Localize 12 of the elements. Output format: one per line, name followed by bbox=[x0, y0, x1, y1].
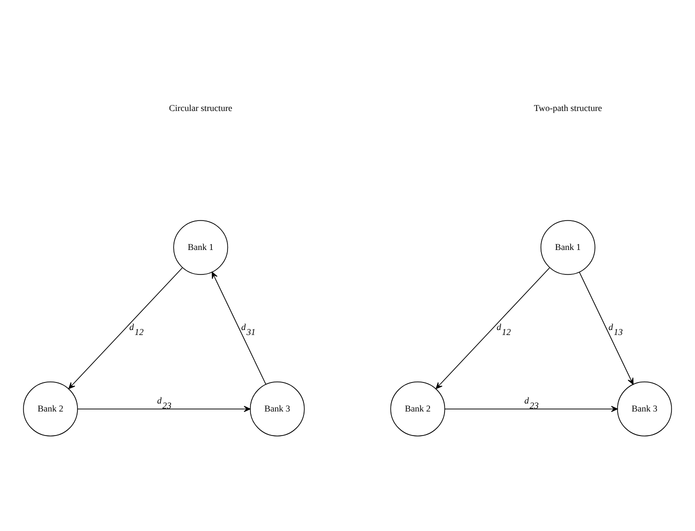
node-circle: Bank 1 bbox=[540, 220, 596, 275]
arrow bbox=[579, 272, 634, 385]
arrow bbox=[436, 267, 550, 390]
arrow bbox=[212, 272, 266, 385]
arrow bbox=[68, 267, 183, 390]
node-circle: Bank 3 bbox=[250, 382, 305, 436]
node-circle: Bank 1 bbox=[173, 220, 228, 275]
label: Circular structure bbox=[169, 102, 232, 113]
arrow bbox=[444, 406, 618, 412]
arrow bbox=[77, 406, 250, 412]
node-circle: Bank 3 bbox=[617, 382, 672, 436]
label: Two-path structure bbox=[534, 102, 602, 113]
